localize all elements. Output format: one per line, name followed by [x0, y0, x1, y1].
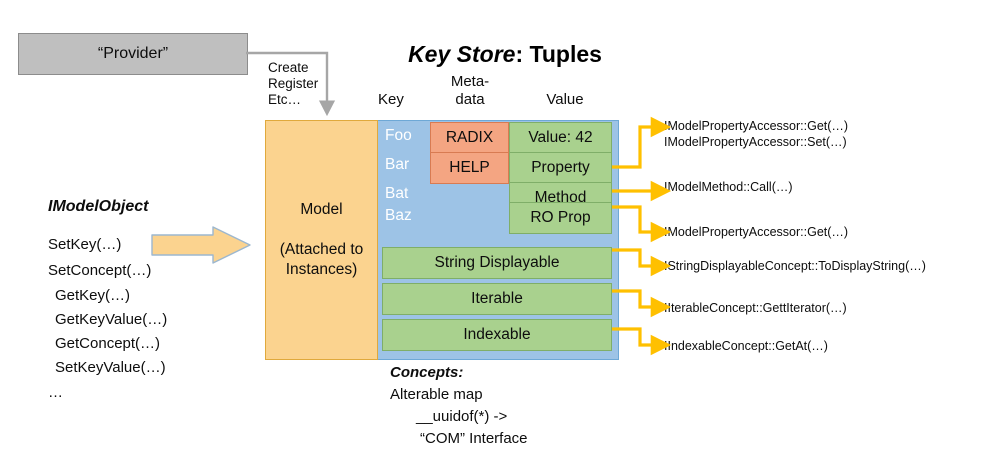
imodelobject-method-6: …: [48, 384, 63, 401]
metadata-cell-radix: RADIX: [430, 122, 509, 154]
column-header-key: Key: [378, 91, 404, 108]
key-cell-bar: Bar: [385, 156, 410, 173]
provider-box: “Provider”: [18, 33, 248, 75]
page-title: Key Store: Tuples: [355, 41, 655, 68]
annotation-model-method-call: IModelMethod::Call(…): [664, 180, 793, 194]
concept-row-indexable: Indexable: [382, 319, 612, 351]
imodelobject-method-list: SetKey(…) SetConcept(…) GetKey(…) GetKey…: [48, 232, 238, 406]
imodelobject-method-1: SetConcept(…): [48, 262, 152, 279]
annotation-string-displayable-concept: IStringDisplayableConcept::ToDisplayStri…: [664, 259, 926, 273]
key-cell-bat: Bat: [385, 185, 409, 202]
concepts-header: Concepts:: [390, 364, 464, 381]
annotation-property-accessor-get: IModelPropertyAccessor::Get(…): [664, 119, 849, 133]
arrow-to-iterable-concept: [612, 289, 672, 318]
model-sublabel-line-2: Instances): [285, 261, 358, 278]
provider-label: “Provider”: [97, 45, 169, 62]
key-cell-baz: Baz: [385, 207, 412, 224]
concepts-block: Concepts: Alterable map __uuidof(*) -> “…: [390, 362, 690, 450]
connector-label-line-2: Register: [268, 76, 319, 91]
imodelobject-method-5: SetKeyValue(…): [55, 359, 166, 376]
value-cell-value-42: Value: 42: [509, 122, 612, 154]
concepts-line-2: __uuidof(*) ->: [416, 408, 508, 425]
concept-row-string-displayable: String Displayable: [382, 247, 612, 279]
annotation-property-accessor-set: IModelPropertyAccessor::Set(…): [664, 135, 847, 149]
model-box: Model (Attached to Instances): [265, 120, 378, 360]
concept-row-iterable: Iterable: [382, 283, 612, 315]
value-cell-property: Property: [509, 152, 612, 184]
column-header-metadata-line-2: data: [455, 91, 485, 108]
column-header-metadata-line-1: Meta-: [450, 73, 490, 90]
annotation-iterable-concept: IIterableConcept::GettIterator(…): [664, 301, 847, 315]
model-label: Model: [300, 201, 343, 218]
connector-label: Create Register Etc…: [268, 60, 338, 108]
arrow-to-string-displayable-concept: [612, 248, 672, 277]
arrow-to-indexable-concept: [612, 327, 672, 356]
imodelobject-title: IModelObject: [48, 198, 149, 215]
key-cell-foo: Foo: [385, 127, 412, 144]
concepts-line-3: “COM” Interface: [420, 430, 528, 447]
page-title-separator: :: [515, 41, 530, 67]
metadata-cell-help: HELP: [430, 152, 509, 184]
imodelobject-method-2: GetKey(…): [55, 287, 131, 304]
column-header-metadata: Meta- data: [440, 73, 500, 109]
connector-label-line-1: Create: [268, 60, 309, 75]
page-title-rest: Tuples: [529, 41, 602, 67]
column-header-value: Value: [546, 91, 584, 108]
imodelobject-method-0: SetKey(…): [48, 236, 122, 253]
concepts-line-1: Alterable map: [390, 386, 483, 403]
model-sublabel-line-1: (Attached to: [279, 241, 364, 258]
imodelobject-method-4: GetConcept(…): [55, 335, 161, 352]
annotation-property-accessor: IModelPropertyAccessor::Get(…) IModelPro…: [664, 118, 848, 150]
annotation-ro-property-accessor-get: IModelPropertyAccessor::Get(…): [664, 225, 849, 239]
annotation-indexable-concept: IIndexableConcept::GetAt(…): [664, 339, 828, 353]
arrow-to-ro-property-accessor: [612, 205, 672, 243]
imodelobject-method-3: GetKeyValue(…): [55, 311, 168, 328]
connector-label-line-3: Etc…: [268, 92, 302, 107]
page-title-emphasis: Key Store: [408, 41, 516, 67]
arrow-to-property-accessor: [612, 116, 672, 169]
value-cell-ro-prop: RO Prop: [509, 202, 612, 234]
